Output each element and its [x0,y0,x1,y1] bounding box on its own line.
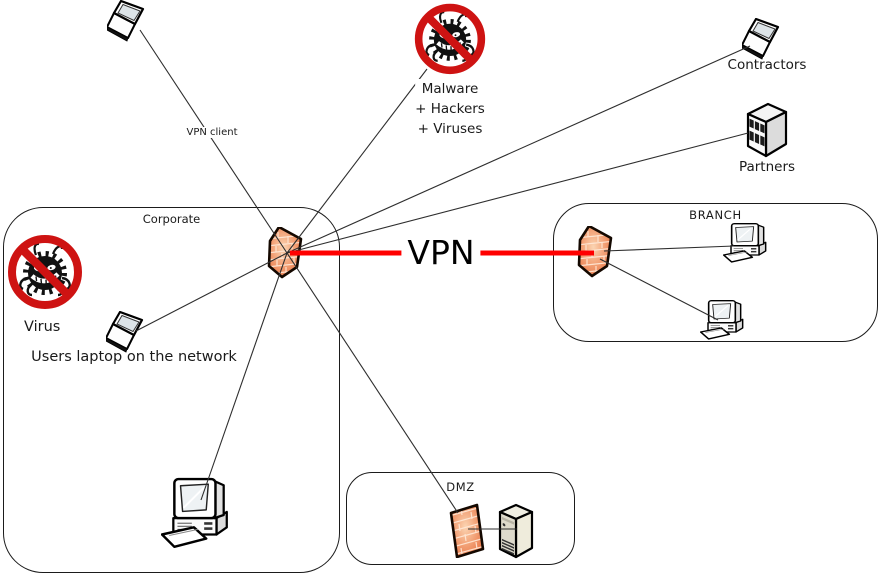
dmz-firewall-icon [449,502,485,558]
vpn-client-label: VPN client [184,127,240,138]
contractors-label: Contractors [727,57,807,73]
branch-region-label: BRANCH [689,208,742,222]
dmz-server-icon [496,502,536,560]
malware-label: Malware + Hackers + Viruses [415,79,485,139]
contractors-laptop-icon [742,18,788,60]
partners-label: Partners [738,159,796,175]
vpn-client-laptop-icon [107,0,153,42]
malware-label-line1: Malware [421,81,479,97]
users-laptop-icon [106,311,152,353]
partners-server-icon [744,100,790,158]
users-laptop-label: Users laptop on the network [31,349,237,365]
malware-blocked-icon [412,0,488,76]
dmz-region-label: DMZ [446,480,475,494]
branch-firewall-icon [577,226,615,279]
branch-desktop-1-icon [723,222,771,266]
virus-label: Virus [24,319,61,335]
malware-label-line3: + Viruses [417,121,483,137]
virus-blocked-icon [5,231,85,311]
corporate-desktop-icon [161,476,235,554]
corporate-region-label: Corporate [142,212,201,226]
vpn-link-label: VPN [401,233,481,272]
malware-label-line2: + Hackers [415,101,485,117]
corporate-firewall-icon [267,227,305,280]
branch-desktop-2-icon [700,299,748,343]
